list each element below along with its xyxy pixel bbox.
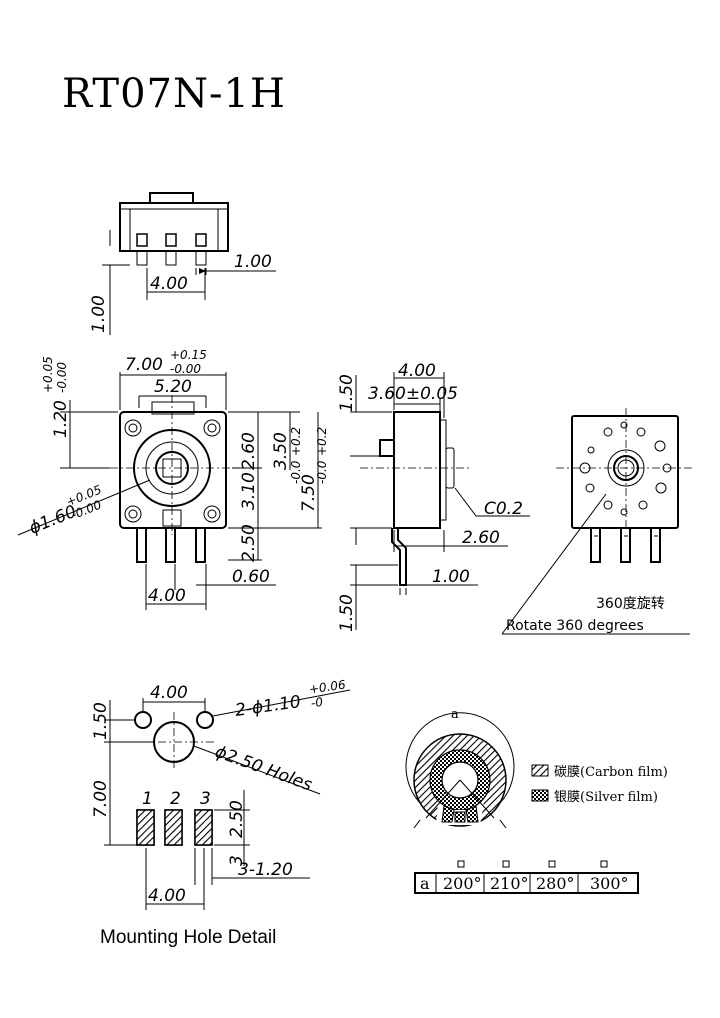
dim-front-inner: 5.20 (154, 377, 192, 397)
table-cell: 200° (443, 874, 482, 893)
dim-mount-slots: 3-1.20 (238, 860, 293, 880)
note-rotate-en: Rotate 360 degrees (506, 618, 644, 634)
dim-mount-3: 3 (227, 855, 247, 866)
dim-pin-pitch: 1.00 (234, 252, 272, 272)
dim-front-750-tol-minus: -0.0 (315, 460, 329, 484)
dim-top-height: 1.00 (89, 295, 109, 333)
back-view: 360度旋转 Rotate 360 degrees (501, 408, 694, 635)
dim-front-750-tol-plus: +0.2 (315, 427, 329, 456)
top-view: 1.00 4.00 1.00 (89, 192, 276, 335)
dim-front-250: 2.50 (239, 524, 259, 562)
dim-front-400: 4.00 (148, 586, 186, 606)
dim-side-150-top: 1.50 (337, 374, 357, 412)
legend-silver-film: 银膜(Silver film) (554, 790, 658, 805)
dim-front-width-tol-plus: +0.15 (170, 348, 207, 362)
dim-mount-700: 7.00 (91, 780, 111, 818)
dim-front-060: 0.60 (232, 567, 270, 587)
dim-front-350-tol-plus: +0.2 (289, 427, 303, 456)
dim-front-width-tol-minus: -0.00 (170, 362, 201, 376)
dim-side-150-bottom: 1.50 (337, 594, 357, 632)
dim-side-100: 1.00 (432, 567, 470, 587)
dim-front-260: 2.60 (239, 432, 259, 470)
silver-film-swatch (531, 789, 549, 802)
table-header-a: a (420, 874, 430, 893)
dim-front-top-tol-plus: +0.05 (41, 356, 55, 393)
dim-front-310: 3.10 (239, 472, 259, 510)
dim-front-top-tol-minus: -0.00 (55, 362, 69, 393)
mounting-caption: Mounting Hole Detail (100, 927, 276, 948)
dim-mount-400-top: 4.00 (150, 683, 188, 703)
table-cell: 300° (590, 874, 629, 893)
dim-front-750: 7.50 (299, 474, 319, 512)
dim-front-top: 1.20 (51, 400, 71, 438)
pin-label-1: 1 (142, 789, 153, 809)
dim-front-width: 7.00 (125, 355, 163, 375)
dim-mount-250: 2.50 (227, 800, 247, 838)
film-legend: 碳膜(Carbon film) 银膜(Silver film) (531, 764, 668, 805)
side-view: 1.50 4.00 3.60±0.05 C0.2 2.60 1.00 1.50 (337, 361, 530, 632)
note-rotate-cn: 360度旋转 (596, 596, 665, 612)
angle-table: a 200° 210° 280° 300° (414, 860, 639, 894)
carbon-film-swatch (531, 764, 549, 777)
table-cell: 210° (490, 874, 529, 893)
dim-mount-hole-large: ϕ2.50 Holes (212, 742, 315, 796)
front-view: 7.00 +0.15 -0.00 5.20 1.20 +0.05 -0.00 ϕ… (17, 348, 329, 610)
resistive-element: a (405, 707, 515, 829)
page-title: RT07N-1H (62, 71, 286, 117)
dim-side-360: 3.60±0.05 (368, 384, 458, 404)
dim-side-260: 2.60 (462, 528, 500, 548)
pin-label-3: 3 (200, 789, 211, 809)
dim-front-350: 3.50 (271, 432, 291, 470)
pin-label-2: 2 (170, 789, 181, 809)
dim-mount-holes-small: 2-ϕ1.10 (234, 692, 302, 721)
dim-front-350-tol-minus: -0.0 (289, 460, 303, 484)
dim-side-400: 4.00 (398, 361, 436, 381)
mounting-hole-detail: 4.00 2-ϕ1.10 +0.06 -0 1.50 ϕ2.50 Holes 7… (91, 677, 351, 948)
dim-side-c02: C0.2 (484, 499, 523, 519)
dim-top-width: 4.00 (150, 274, 188, 294)
dim-mount-150: 1.50 (91, 702, 111, 740)
dim-mount-holes-small-tol-plus: +0.06 (308, 677, 347, 696)
dim-mount-holes-small-tol-minus: -0 (310, 695, 324, 711)
element-angle-label: a (451, 707, 459, 722)
legend-carbon-film: 碳膜(Carbon film) (554, 765, 668, 780)
table-cell: 280° (536, 874, 575, 893)
dim-mount-400-bottom: 4.00 (148, 886, 186, 906)
